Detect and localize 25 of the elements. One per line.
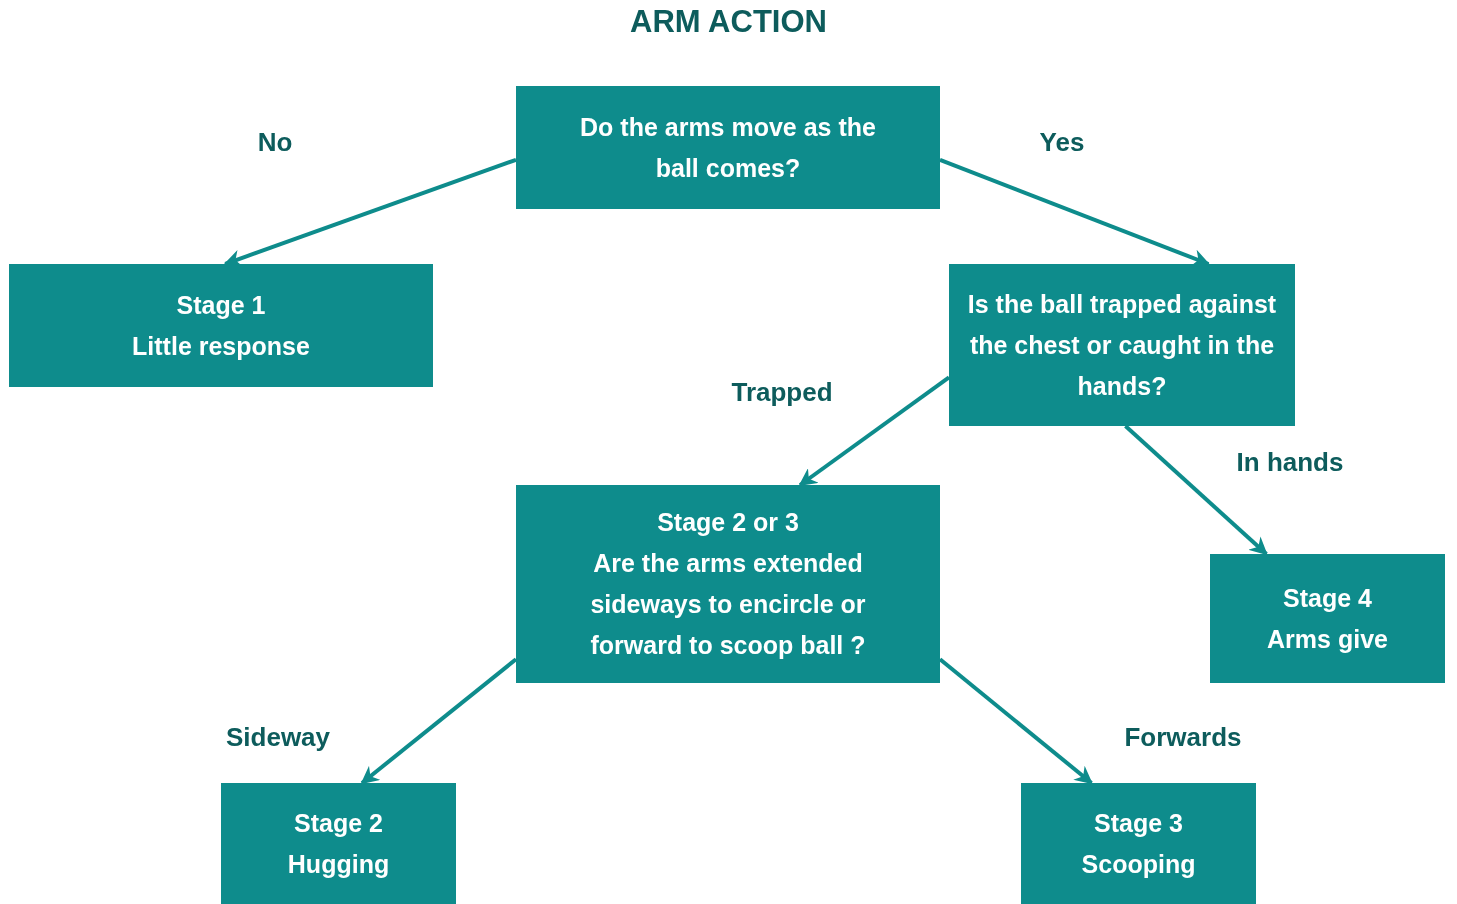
process-box [516, 485, 940, 683]
arrow [360, 657, 518, 785]
box-text: Hugging [287, 848, 390, 880]
box-text: Scooping [1081, 848, 1196, 880]
process-box [949, 264, 1295, 426]
box-text: Stage 4 [1283, 582, 1372, 614]
box-text: Arms give [1267, 623, 1388, 655]
process-box [221, 783, 456, 904]
box-text: Stage 2 or 3 [657, 507, 799, 538]
process-box [9, 264, 433, 387]
box-text: Stage 3 [1094, 807, 1183, 839]
box-text: Stage 1 [176, 289, 266, 321]
arrow [223, 157, 517, 267]
box-text: Are the arms extended sideways to encircle or forward to scoop ball ? [589, 548, 867, 661]
box-text: Is the ball trapped against the chest or caught in the hands? [966, 288, 1278, 402]
arrow [798, 375, 951, 487]
box-text: Little response [132, 330, 310, 362]
process-box [516, 86, 940, 209]
diagram-title: ARM ACTION [629, 4, 828, 40]
box-text: Stage 2 [294, 807, 383, 839]
arrow [1124, 424, 1268, 556]
box-text: Do the arms move as the ball comes? [579, 111, 877, 184]
arrow [939, 157, 1211, 267]
process-box [1210, 554, 1445, 683]
process-box [1021, 783, 1256, 904]
